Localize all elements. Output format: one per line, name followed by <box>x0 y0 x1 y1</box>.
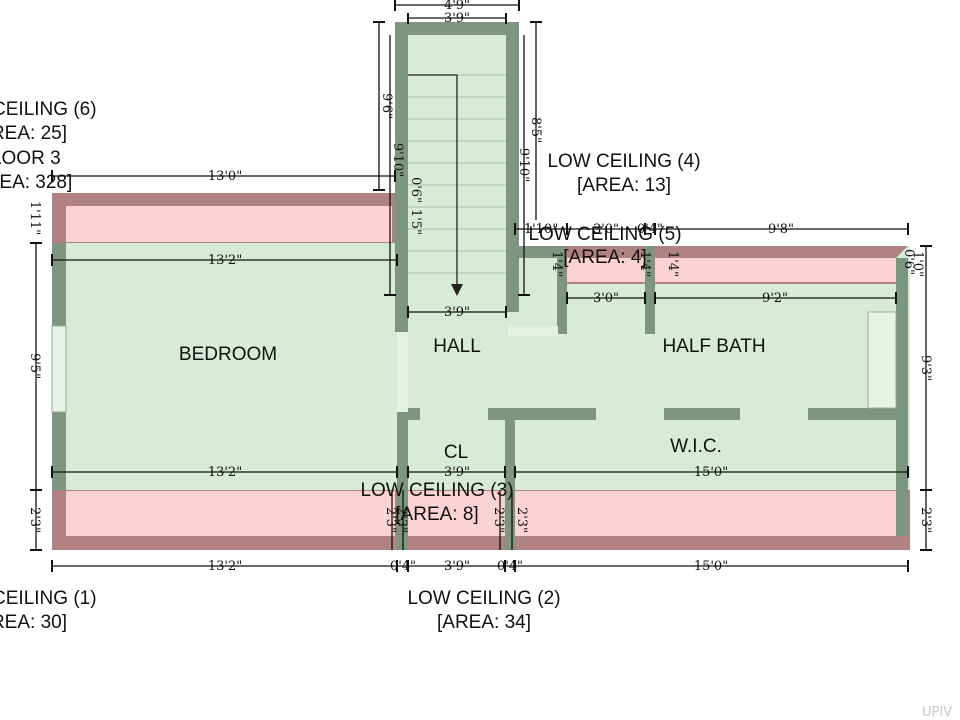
dim-bottom-wall-b: 0'4" <box>497 559 523 574</box>
bath-wall-b <box>557 246 567 334</box>
dim-cl-width: 3'9" <box>444 465 470 480</box>
dim-stair-left: 9'6" <box>379 93 394 119</box>
dim-bath-top-a: 1'10" <box>524 222 558 237</box>
dim-right-low-bottom: 2'3" <box>918 507 933 533</box>
low-ceiling-4-area: [AREA: 13] <box>577 175 671 196</box>
dim-bath-low-a: 1'4" <box>549 251 564 277</box>
hall-wall-h2 <box>488 408 596 420</box>
hall-wall-h3 <box>664 408 740 420</box>
dim-right-side: 9'3" <box>918 355 933 381</box>
room-label-bedroom: BEDROOM <box>179 344 277 365</box>
dim-cl-low-right: 2'3" <box>514 507 529 533</box>
dim-bath-inner-a: 3'0" <box>593 291 619 306</box>
low-ceiling-labels: LOW CEILING (6) [AREA: 25] FLOOR 3 [AREA… <box>0 99 701 633</box>
stair-wall-left <box>395 22 408 332</box>
room-labels: BEDROOM HALL HALF BATH CL W.I.C. <box>179 336 766 463</box>
dim-bottom-left: 13'2" <box>208 559 242 574</box>
dim-top-stair-inner: 3'9" <box>444 11 470 26</box>
dim-stair-landing: 3'9" <box>444 305 470 320</box>
low-ceiling-3-title: LOW CEILING (3) <box>360 480 513 501</box>
bedroom-wall-right <box>397 412 408 550</box>
dim-bedroom-top-outer: 13'0" <box>208 169 242 184</box>
dim-stair-run-a: 0'6" <box>408 177 423 203</box>
low-ceiling-1-fill <box>66 491 395 536</box>
dim-bath-top-c: 0'4" <box>637 222 663 237</box>
dim-right-top-low-b: 1'0" <box>910 251 925 277</box>
bedroom-window <box>51 325 67 413</box>
dim-bath-low-b: 1'4" <box>637 251 652 277</box>
dim-stair-left-inner: 9'10" <box>390 143 405 177</box>
room-label-half-bath: HALF BATH <box>662 336 765 357</box>
walls <box>52 22 910 550</box>
dim-bedroom-top-inner: 13'2" <box>208 253 242 268</box>
low-ceiling-3-fill <box>408 491 506 536</box>
dim-top-stair-outer: 4'9" <box>444 0 470 13</box>
low-ceiling-6-area: [AREA: 25] <box>0 123 67 144</box>
dim-bedroom-left-low: 1'11" <box>27 201 42 235</box>
low-ceiling-3-area: [AREA: 8] <box>395 504 478 525</box>
dimension-lines <box>30 0 932 572</box>
window-right <box>867 311 897 409</box>
low-ceiling-4-fill <box>567 258 896 282</box>
hall-wall-h4 <box>808 408 896 420</box>
floor-area: [AREA: 328] <box>0 172 72 193</box>
dim-cl-low-a: 2'3" <box>491 507 506 533</box>
low-ceiling-2-title: LOW CEILING (2) <box>407 588 560 609</box>
low-ceiling-5-title: LOW CEILING (5) <box>528 224 681 245</box>
dimension-texts: 4'9" 3'9" 9'6" 9'10" 0'6" 1'5" 8'5" 9'10… <box>27 0 933 574</box>
room-label-cl: CL <box>444 442 468 463</box>
dim-bedroom-bottom-inner: 13'2" <box>208 465 242 480</box>
dim-stair-run-b: 1'5" <box>408 209 423 235</box>
low-ceiling-2-area: [AREA: 34] <box>437 612 531 633</box>
dim-bottom-cl: 3'9" <box>444 559 470 574</box>
dim-bath-top-d: 9'8" <box>768 222 794 237</box>
low-ceiling-6-fill <box>66 206 392 242</box>
hall-wall-h1 <box>408 408 420 420</box>
hall-door-left <box>397 332 408 412</box>
low-ceiling-1-area: [AREA: 30] <box>0 612 67 633</box>
stair-wall-top <box>395 22 519 35</box>
bottom-wall <box>52 536 910 550</box>
floor-name: FLOOR 3 <box>0 148 61 169</box>
dim-cl-low-left: 2'3" <box>383 507 398 533</box>
dim-cl-low-mid: 2'3" <box>394 507 409 533</box>
dim-bath-low-c: 1'4" <box>665 251 680 277</box>
dim-bottom-right: 15'0" <box>694 559 728 574</box>
stair-wall-right <box>506 22 519 312</box>
dim-wic-width: 15'0" <box>694 465 728 480</box>
stair-direction-arrow <box>408 74 458 288</box>
low-ceiling-2-fill <box>515 491 896 536</box>
low-ceiling-6-title: LOW CEILING (6) <box>0 99 97 120</box>
bath-wall-c <box>645 246 655 334</box>
dim-bedroom-left: 9'5" <box>27 353 42 379</box>
dim-stair-right-inner: 9'10" <box>516 148 531 182</box>
low-ceiling-5-area: [AREA: 4] <box>563 247 646 268</box>
stair-arrow-head <box>451 284 463 296</box>
low-ceiling-4-title: LOW CEILING (4) <box>547 151 700 172</box>
dim-stair-right-outer: 8'5" <box>528 117 543 143</box>
hall-door-right <box>508 326 558 336</box>
right-wall <box>896 258 908 550</box>
room-fills <box>52 22 910 550</box>
low-ceiling-1-title: LOW CEILING (1) <box>0 588 97 609</box>
bath-wall-a <box>515 246 557 258</box>
watermark: UPIV <box>922 705 952 720</box>
dim-bottom-wall-a: 0'4" <box>390 559 416 574</box>
dim-right-top-low-a: 0'6" <box>901 249 916 275</box>
cl-wall-right <box>505 408 515 550</box>
bottom-wall-cl-b <box>505 490 515 550</box>
dim-bath-top-b: 3'0" <box>593 222 619 237</box>
room-label-wic: W.I.C. <box>670 436 722 457</box>
dim-bath-inner-b: 9'2" <box>762 291 788 306</box>
dim-bedroom-bottom-low: 2'3" <box>27 507 42 533</box>
room-label-hall: HALL <box>433 336 481 357</box>
